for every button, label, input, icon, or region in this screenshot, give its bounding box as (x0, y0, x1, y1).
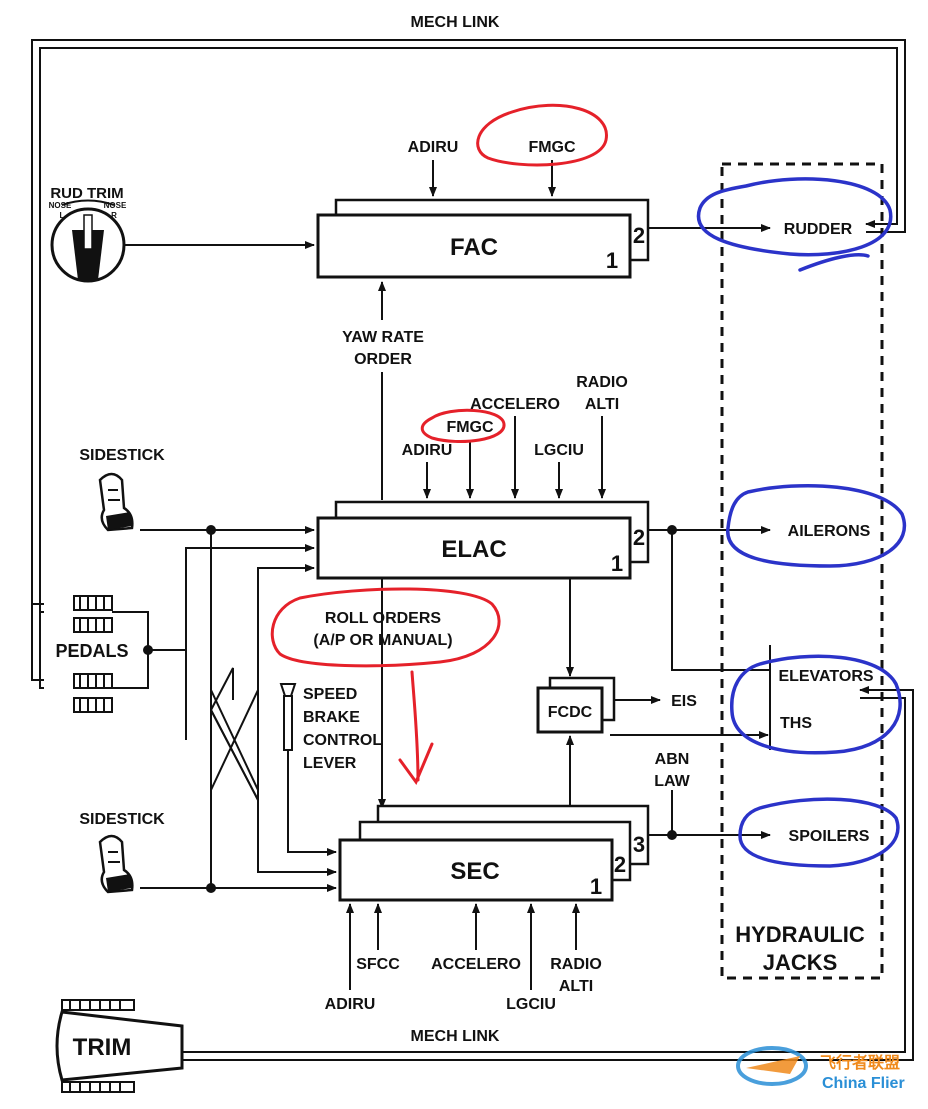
sec-input-sfcc: SFCC (356, 956, 400, 973)
elac-computer (316, 500, 650, 580)
rud-trim-nose-right: NOSE (104, 201, 127, 210)
mech-link-top-line (31, 39, 906, 689)
elac-output-lines (648, 525, 771, 671)
rud-trim-nose-left: NOSE (49, 201, 72, 210)
red-circle-roll-orders (270, 587, 501, 668)
sec-input-lgciu: LGCIU (506, 996, 556, 1013)
sec-label: SEC (450, 858, 499, 885)
rud-trim-l: L (60, 211, 65, 220)
speed-brake-label-3: CONTROL (303, 732, 382, 749)
elevators-label: ELEVATORS (778, 668, 873, 685)
mech-link-top-label: MECH LINK (411, 14, 500, 31)
pedals-links (112, 544, 315, 740)
rud-trim-label: RUD TRIM (50, 185, 123, 202)
elac-input-radio-2: ALTI (585, 396, 619, 413)
elac-num-1: 1 (611, 551, 623, 576)
fac-label: FAC (450, 234, 498, 261)
elac-input-radio-1: RADIO (576, 374, 628, 391)
sec-num-2: 2 (614, 852, 626, 877)
spoilers-label: SPOILERS (789, 828, 870, 845)
pedals-icon[interactable] (73, 595, 113, 713)
elac-input-accelero: ACCELERO (470, 396, 560, 413)
watermark-chinese: 飞行者联盟 (820, 1053, 900, 1072)
elac-input-fmgc: FMGC (446, 419, 494, 436)
rud-trim-r: R (111, 211, 117, 220)
speed-brake-label-2: BRAKE (303, 709, 360, 726)
sidestick-top-icon[interactable] (98, 472, 134, 532)
sec-num-3: 3 (633, 832, 645, 857)
watermark-english: China Flier (822, 1075, 905, 1092)
yaw-rate-label-1: YAW RATE (342, 329, 424, 346)
blue-circle-elevators-ths (730, 654, 902, 755)
abn-law-label-2: LAW (654, 773, 690, 790)
speed-brake-label-1: SPEED (303, 686, 357, 703)
rudder-trim-knob-icon[interactable] (50, 199, 126, 283)
blue-circle-spoilers (738, 797, 900, 868)
speed-brake-to-sec (287, 750, 337, 856)
sec-input-accelero: ACCELERO (431, 956, 521, 973)
rudder-label: RUDDER (784, 221, 853, 238)
yaw-rate-label-2: ORDER (354, 351, 412, 368)
cross-link-x (210, 689, 259, 791)
sec-output-lines (648, 790, 771, 840)
ths-label: THS (780, 715, 812, 732)
fac-input-adiru: ADIRU (408, 139, 459, 156)
sidestick-top-label: SIDESTICK (79, 447, 165, 464)
fac-computer (316, 198, 650, 279)
elac-input-adiru: ADIRU (402, 442, 453, 459)
sec-num-1: 1 (590, 874, 602, 899)
fcdc-label: FCDC (548, 704, 593, 721)
hydraulic-jacks-box (720, 162, 884, 980)
sidestick-bottom-icon[interactable] (98, 834, 134, 894)
speed-brake-lever-icon[interactable] (279, 683, 297, 751)
hydraulic-jacks-label-1: HYDRAULIC (735, 922, 865, 947)
elac-label: ELAC (441, 536, 506, 563)
pitch-trim-wheel-icon[interactable] (55, 999, 184, 1093)
sidestick-cross-links (210, 530, 337, 888)
roll-orders-label-1: ROLL ORDERS (325, 610, 441, 627)
sec-input-adiru: ADIRU (325, 996, 376, 1013)
fac-num-2: 2 (633, 223, 645, 248)
trim-label: TRIM (73, 1034, 132, 1061)
pedals-label: PEDALS (55, 641, 128, 661)
red-circle-fac-fmgc (476, 103, 608, 167)
mech-link-bottom-label: MECH LINK (411, 1028, 500, 1045)
hydraulic-jacks-label-2: JACKS (763, 950, 838, 975)
fac-input-fmgc: FMGC (528, 139, 576, 156)
sec-input-radio-1: RADIO (550, 956, 602, 973)
elac-input-lgciu: LGCIU (534, 442, 584, 459)
elac-num-2: 2 (633, 525, 645, 550)
sec-computer (338, 804, 650, 902)
china-flier-logo (736, 1046, 808, 1086)
speed-brake-label-4: LEVER (303, 755, 357, 772)
ailerons-label: AILERONS (788, 523, 871, 540)
sidestick-bottom-label: SIDESTICK (79, 811, 165, 828)
abn-law-label-1: ABN (655, 751, 690, 768)
red-circle-elac-fmgc (420, 408, 506, 444)
blue-circle-ailerons (726, 483, 907, 568)
red-arrow-roll-orders (398, 670, 434, 786)
fac-num-1: 1 (606, 248, 618, 273)
blue-circle-rudder (696, 177, 893, 272)
sec-input-radio-2: ALTI (559, 978, 593, 995)
eis-label: EIS (671, 693, 697, 710)
